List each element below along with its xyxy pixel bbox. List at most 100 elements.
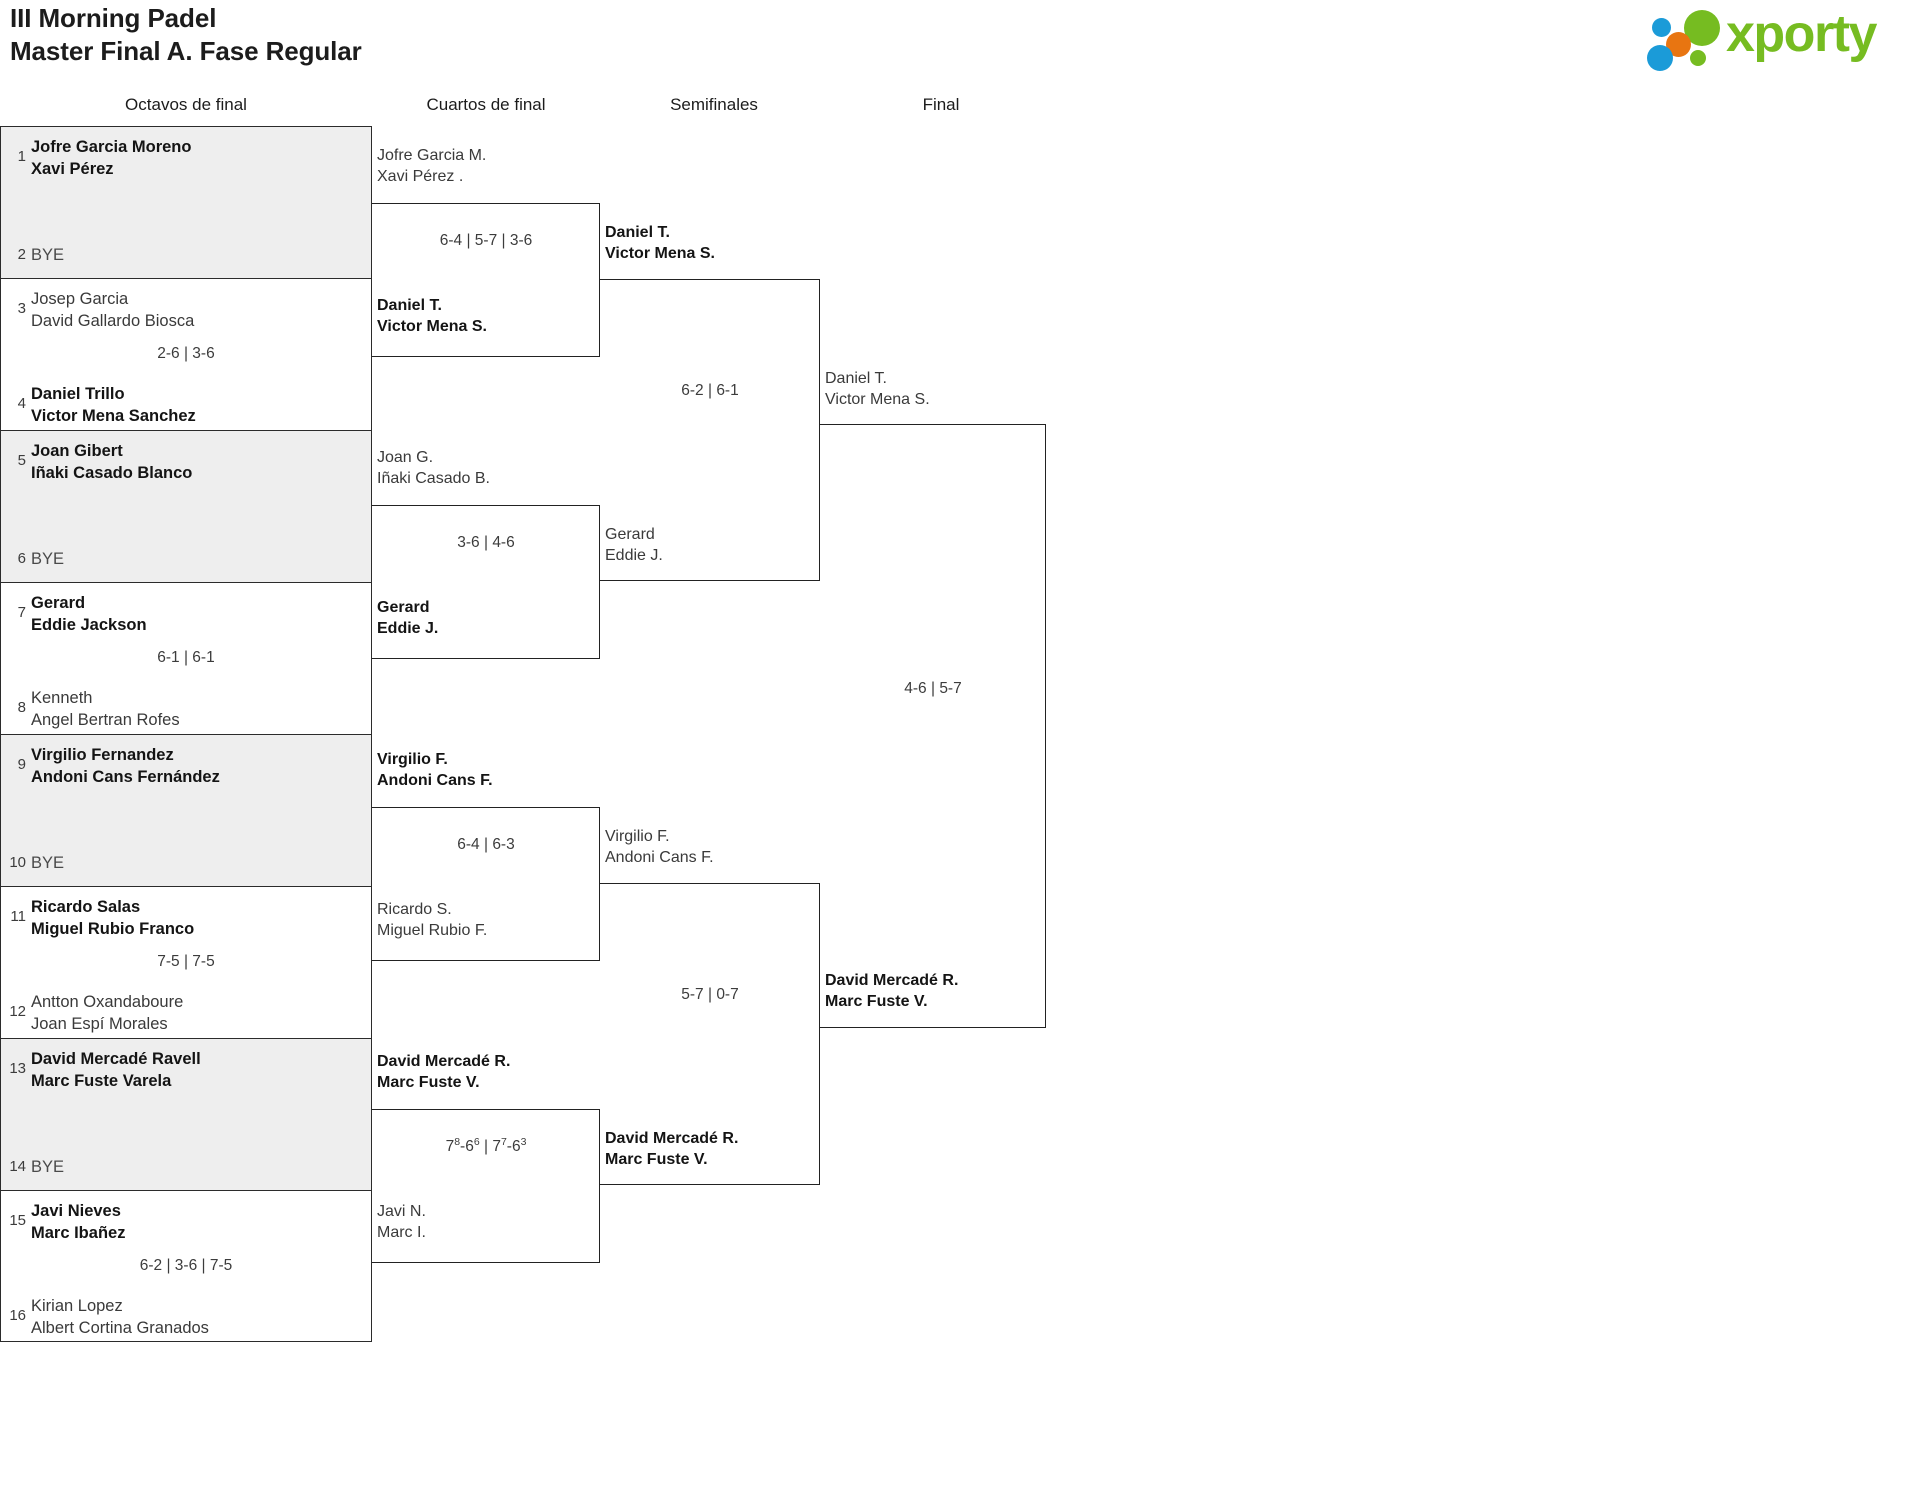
r1-match-1[interactable]: 1 Jofre Garcia Moreno Xavi Pérez 2 BYE [0,126,372,278]
round-header-cuartos: Cuartos de final [426,95,546,114]
r1-match-7-bottom-row: 14 BYE [1,1157,371,1179]
r1-match-4-bottom-row: 8 Kenneth Angel Bertran Rofes [1,688,371,732]
seed-number: 14 [9,1158,26,1175]
r4-match-1-top-pair: Daniel T. Victor Mena S. [825,370,930,409]
player-pair: Jofre Garcia Moreno Xavi Pérez [31,138,192,178]
r1-match-1-top-row: 1 Jofre Garcia Moreno Xavi Pérez [1,137,371,181]
bye-label: BYE [31,1158,65,1176]
player-pair: Daniel Trillo Victor Mena Sanchez [31,385,196,425]
r1-match-5[interactable]: 9 Virgilio Fernandez Andoni Cans Fernánd… [0,734,372,886]
seed-number: 3 [17,300,26,317]
r3-match-2-box[interactable] [600,883,820,1185]
r1-match-2-bottom-row: 4 Daniel Trillo Victor Mena Sanchez [1,384,371,428]
r1-match-4-top-row: 7 Gerard Eddie Jackson [1,593,371,637]
r1-match-4[interactable]: 7 Gerard Eddie Jackson 6-1 | 6-1 8 Kenne… [0,582,372,734]
player-pair: Gerard Eddie Jackson [31,594,147,634]
seed-number: 5 [17,452,26,469]
seed-number: 6 [17,550,26,567]
r1-match-5-top-row: 9 Virgilio Fernandez Andoni Cans Fernánd… [1,745,371,789]
r1-match-7-top-row: 13 David Mercadé Ravell Marc Fuste Varel… [1,1049,371,1093]
r1-match-2-top-row: 3 Josep Garcia David Gallardo Biosca [1,289,371,333]
r1-match-8-top-row: 15 Javi Nieves Marc Ibañez [1,1201,371,1245]
r2-match-4-top-pair: David Mercadé R. Marc Fuste V. [377,1053,511,1092]
seed-number: 4 [17,395,26,412]
logo-dot-blue-large-icon [1647,45,1673,71]
r2-match-4-bottom-pair: Javi N. Marc I. [377,1203,426,1242]
r1-match-5-bottom-row: 10 BYE [1,853,371,875]
player-pair: Kenneth Angel Bertran Rofes [31,689,180,729]
r2-match-2-top-pair: Joan G. Iñaki Casado B. [377,449,490,488]
player-pair: Joan Gibert Iñaki Casado Blanco [31,442,193,482]
seed-number: 8 [17,699,26,716]
player-pair: David Mercadé Ravell Marc Fuste Varela [31,1050,201,1090]
r3-match-2-top-pair: Virgilio F. Andoni Cans F. [605,828,714,867]
r1-match-1-bottom-row: 2 BYE [1,245,371,267]
player-pair: Ricardo Salas Miguel Rubio Franco [31,898,195,938]
match-score: 6-1 | 6-1 [157,649,215,666]
r1-match-7[interactable]: 13 David Mercadé Ravell Marc Fuste Varel… [0,1038,372,1190]
r4-match-1-bottom-pair: David Mercadé R. Marc Fuste V. [825,972,959,1011]
seed-number: 7 [17,604,26,621]
seed-number: 12 [9,1003,26,1020]
r2-match-3-box[interactable] [372,807,600,961]
r2-match-3-bottom-pair: Ricardo S. Miguel Rubio F. [377,901,488,940]
r2-match-1-bottom-pair: Daniel T. Victor Mena S. [377,297,487,336]
r2-match-4-score: 78-66 | 77-63 [445,1135,527,1155]
match-score: 7-5 | 7-5 [157,953,215,970]
r1-match-8[interactable]: 15 Javi Nieves Marc Ibañez 6-2 | 3-6 | 7… [0,1190,372,1342]
match-score: 6-2 | 3-6 | 7-5 [139,1257,233,1274]
r2-match-3-score: 6-4 | 6-3 [457,836,515,853]
r1-match-3[interactable]: 5 Joan Gibert Iñaki Casado Blanco 6 BYE [0,430,372,582]
r1-match-6[interactable]: 11 Ricardo Salas Miguel Rubio Franco 7-5… [0,886,372,1038]
seed-number: 13 [9,1060,26,1077]
r1-match-6-top-row: 11 Ricardo Salas Miguel Rubio Franco [1,897,371,941]
r3-match-1-bottom-pair: Gerard Eddie J. [605,526,663,565]
tournament-title-line2: Master Final A. Fase Regular [10,35,362,66]
r1-match-3-top-row: 5 Joan Gibert Iñaki Casado Blanco [1,441,371,485]
seed-number: 11 [10,908,26,925]
r2-match-3-top-pair: Virgilio F. Andoni Cans F. [377,751,493,790]
r2-match-4-box[interactable] [372,1109,600,1263]
r2-match-1-box[interactable] [372,203,600,357]
seed-number: 1 [17,148,26,165]
seed-number: 9 [17,756,26,773]
round-header-final: Final [922,95,960,114]
round-header-semifinales: Semifinales [670,95,758,114]
seed-number: 15 [9,1212,26,1229]
r3-match-1-score: 6-2 | 6-1 [681,382,739,399]
player-pair: Antton Oxandaboure Joan Espí Morales [31,993,184,1033]
logo-wordmark: xporty [1726,5,1877,63]
r3-match-2-score: 5-7 | 0-7 [681,986,739,1003]
r3-match-1-top-pair: Daniel T. Victor Mena S. [605,224,715,263]
seed-number: 2 [17,246,26,263]
xporty-logo[interactable]: xporty [1646,5,1908,71]
seed-number: 16 [9,1307,26,1324]
r1-match-2[interactable]: 3 Josep Garcia David Gallardo Biosca 2-6… [0,278,372,430]
tournament-title: III Morning Padel Master Final A. Fase R… [10,2,362,68]
r2-match-2-box[interactable] [372,505,600,659]
match-score: 2-6 | 3-6 [157,345,215,362]
tournament-title-line1: III Morning Padel [10,3,217,33]
r2-match-2-bottom-pair: Gerard Eddie J. [377,599,439,638]
r1-match-8-bottom-row: 16 Kirian Lopez Albert Cortina Granados [1,1296,371,1340]
seed-number: 10 [9,854,26,871]
r4-match-1-box[interactable] [820,424,1046,1028]
bye-label: BYE [31,854,65,872]
player-pair: Javi Nieves Marc Ibañez [31,1202,126,1242]
player-pair: Virgilio Fernandez Andoni Cans Fernández [31,746,220,786]
r2-match-1-top-pair: Jofre Garcia M. Xavi Pérez . [377,147,487,186]
player-pair: Kirian Lopez Albert Cortina Granados [31,1297,209,1337]
round-header-octavos: Octavos de final [125,95,247,114]
r3-match-2-bottom-pair: David Mercadé R. Marc Fuste V. [605,1130,739,1169]
bye-label: BYE [31,246,65,264]
logo-dots-icon [1646,6,1732,71]
logo-dot-blue-small-icon [1652,18,1671,37]
bye-label: BYE [31,550,65,568]
r3-match-1-box[interactable] [600,279,820,581]
player-pair: Josep Garcia David Gallardo Biosca [31,290,195,330]
r1-match-6-bottom-row: 12 Antton Oxandaboure Joan Espí Morales [1,992,371,1036]
r2-match-1-score: 6-4 | 5-7 | 3-6 [439,232,533,249]
r4-match-1-score: 4-6 | 5-7 [904,680,962,697]
